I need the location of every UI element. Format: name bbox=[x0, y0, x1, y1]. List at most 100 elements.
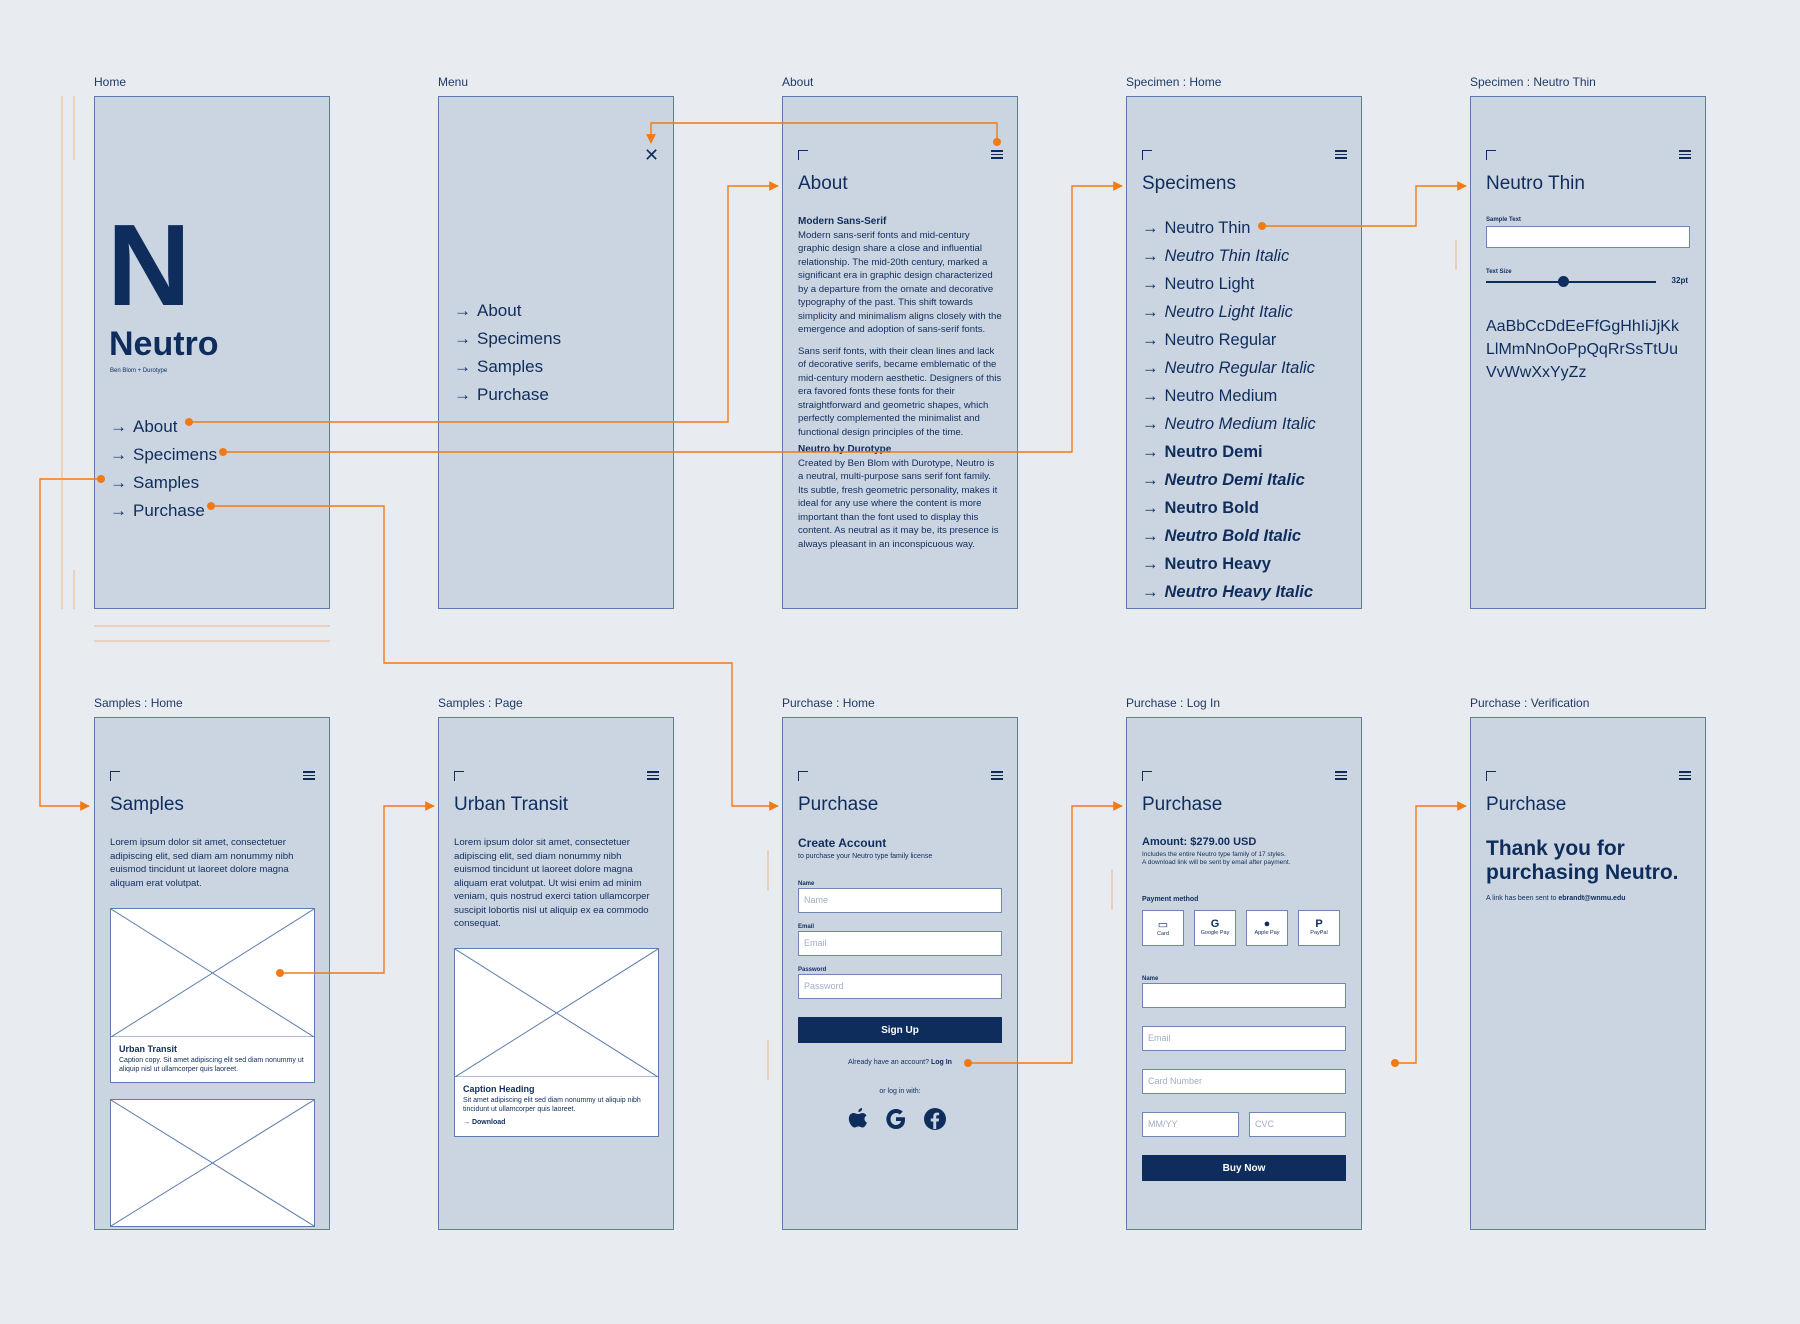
pay-apple-option[interactable]: ●Apple Pay bbox=[1246, 910, 1288, 946]
slider-knob[interactable] bbox=[1557, 276, 1569, 287]
buy-now-button[interactable]: Buy Now bbox=[1142, 1155, 1346, 1181]
specimen-item[interactable]: →Neutro Medium bbox=[1142, 382, 1316, 410]
arrow-right-icon: → bbox=[1142, 443, 1159, 461]
arrow-right-icon: → bbox=[1142, 415, 1159, 433]
specimen-item[interactable]: →Neutro Regular Italic bbox=[1142, 354, 1316, 382]
card-number-input[interactable]: Card Number bbox=[1142, 1069, 1346, 1094]
page-title: Purchase bbox=[1142, 794, 1223, 815]
password-input[interactable]: Password bbox=[798, 974, 1002, 999]
about-frame: About Modern Sans-Serif Modern sans-seri… bbox=[782, 96, 1018, 609]
corner-mark-icon bbox=[798, 150, 808, 160]
frame-label-menu: Menu bbox=[438, 75, 469, 89]
hamburger-menu-icon[interactable] bbox=[991, 771, 1003, 780]
google-icon: G bbox=[1210, 918, 1220, 930]
arrow-right-icon: → bbox=[1142, 499, 1159, 517]
sample-card-2[interactable] bbox=[110, 1099, 315, 1227]
purchase-login-frame: Purchase Amount: $279.00 USD Includes th… bbox=[1126, 717, 1362, 1230]
sample-text-input[interactable] bbox=[1486, 226, 1690, 248]
nav-about[interactable]: →About bbox=[110, 413, 217, 441]
sign-up-button[interactable]: Sign Up bbox=[798, 1017, 1002, 1043]
specimen-item[interactable]: →Neutro Light Italic bbox=[1142, 298, 1316, 326]
apple-icon[interactable] bbox=[847, 1107, 869, 1131]
nav-purchase[interactable]: →Purchase bbox=[110, 497, 217, 525]
social-login bbox=[847, 1107, 947, 1131]
home-frame: N Neutro Ben Blom + Durotype →About →Spe… bbox=[94, 96, 330, 609]
create-account-heading: Create Account bbox=[798, 836, 887, 850]
facebook-icon[interactable] bbox=[923, 1107, 947, 1131]
arrow-right-icon: → bbox=[1142, 247, 1159, 265]
email-input[interactable]: Email bbox=[798, 931, 1002, 956]
arrow-right-icon: → bbox=[1142, 303, 1159, 321]
arrow-right-icon: → bbox=[454, 329, 471, 348]
specimen-item[interactable]: →Neutro Heavy bbox=[1142, 550, 1316, 578]
specimen-item[interactable]: →Neutro Demi Italic bbox=[1142, 466, 1316, 494]
expiry-input[interactable]: MM/YY bbox=[1142, 1112, 1239, 1137]
hamburger-menu-icon[interactable] bbox=[991, 150, 1003, 159]
frame-label-samples-page: Samples : Page bbox=[438, 696, 523, 710]
email-label: Email bbox=[798, 924, 815, 930]
email-input[interactable]: Email bbox=[1142, 1026, 1346, 1051]
corner-mark-icon bbox=[1142, 771, 1152, 781]
specimen-item[interactable]: →Neutro Demi bbox=[1142, 438, 1316, 466]
hamburger-menu-icon[interactable] bbox=[1335, 771, 1347, 780]
connector-thin bbox=[1262, 181, 1467, 227]
caption-text: Sit amet adipiscing elit sed diam nonumm… bbox=[463, 1097, 641, 1113]
specimen-item[interactable]: →Neutro Thin Italic bbox=[1142, 242, 1316, 270]
sample-figure: Caption Heading Sit amet adipiscing elit… bbox=[454, 948, 659, 1137]
specimen-list: →Neutro Thin→Neutro Thin Italic→Neutro L… bbox=[1142, 214, 1316, 606]
arrow-right-icon: → bbox=[1142, 527, 1159, 545]
image-placeholder-icon bbox=[455, 949, 658, 1077]
cvc-input[interactable]: CVC bbox=[1249, 1112, 1346, 1137]
text-size-slider[interactable] bbox=[1486, 276, 1656, 287]
about-body: Modern Sans-Serif Modern sans-serif font… bbox=[798, 216, 1002, 550]
thin-frame: Neutro Thin Sample Text Text Size 32pt A… bbox=[1470, 96, 1706, 609]
corner-mark-icon bbox=[1142, 150, 1152, 160]
hamburger-menu-icon[interactable] bbox=[647, 771, 659, 780]
log-in-link[interactable]: Log In bbox=[930, 1059, 952, 1066]
arrow-right-icon: → bbox=[1142, 555, 1159, 573]
specimen-item[interactable]: →Neutro Light bbox=[1142, 270, 1316, 298]
nav-samples[interactable]: →Samples bbox=[110, 469, 217, 497]
hamburger-menu-icon[interactable] bbox=[1335, 150, 1347, 159]
purchase-verify-frame: Purchase Thank you for purchasing Neutro… bbox=[1470, 717, 1706, 1230]
download-link[interactable]: → Download bbox=[463, 1119, 506, 1126]
frame-label-purchase-login: Purchase : Log In bbox=[1126, 696, 1221, 710]
corner-mark-icon bbox=[1486, 150, 1496, 160]
page-title: Purchase bbox=[1486, 794, 1567, 815]
corner-mark-icon bbox=[798, 771, 808, 781]
menu-purchase[interactable]: →Purchase bbox=[454, 381, 561, 409]
google-icon[interactable] bbox=[884, 1107, 908, 1131]
hamburger-menu-icon[interactable] bbox=[1679, 771, 1691, 780]
specimen-item[interactable]: →Neutro Bold Italic bbox=[1142, 522, 1316, 550]
create-account-sub: to purchase your Neutro type family lice… bbox=[798, 853, 933, 860]
menu-specimens[interactable]: →Specimens bbox=[454, 325, 561, 353]
text-size-label: Text Size bbox=[1486, 269, 1512, 275]
arrow-right-icon: → bbox=[1142, 219, 1159, 237]
text-size-value: 32pt bbox=[1671, 276, 1688, 285]
connector-verify bbox=[1395, 801, 1467, 1064]
specimen-item[interactable]: →Neutro Bold bbox=[1142, 494, 1316, 522]
arrow-right-icon: → bbox=[454, 385, 471, 404]
name-label: Name bbox=[798, 881, 815, 887]
pay-card-option[interactable]: ▭Card bbox=[1142, 910, 1184, 946]
menu-samples[interactable]: →Samples bbox=[454, 353, 561, 381]
frame-label-spec-home: Specimen : Home bbox=[1126, 75, 1222, 89]
menu-about[interactable]: →About bbox=[454, 297, 561, 325]
specimen-item[interactable]: →Neutro Regular bbox=[1142, 326, 1316, 354]
close-icon[interactable]: ✕ bbox=[644, 145, 660, 165]
hamburger-menu-icon[interactable] bbox=[303, 771, 315, 780]
specimen-item[interactable]: →Neutro Heavy Italic bbox=[1142, 578, 1316, 606]
specimen-item[interactable]: →Neutro Medium Italic bbox=[1142, 410, 1316, 438]
specimen-item[interactable]: →Neutro Thin bbox=[1142, 214, 1316, 242]
nav-specimens[interactable]: →Specimens bbox=[110, 441, 217, 469]
amount-note: Includes the entire Neutro type family o… bbox=[1142, 851, 1291, 866]
menu-frame: ✕ →About →Specimens →Samples →Purchase bbox=[438, 96, 674, 609]
page-title: Neutro Thin bbox=[1486, 173, 1585, 194]
hamburger-menu-icon[interactable] bbox=[1679, 150, 1691, 159]
name-input[interactable] bbox=[1142, 983, 1346, 1008]
name-input[interactable]: Name bbox=[798, 888, 1002, 913]
arrow-right-icon: → bbox=[110, 473, 127, 492]
samples-intro: Lorem ipsum dolor sit amet, consectetuer… bbox=[110, 837, 294, 889]
